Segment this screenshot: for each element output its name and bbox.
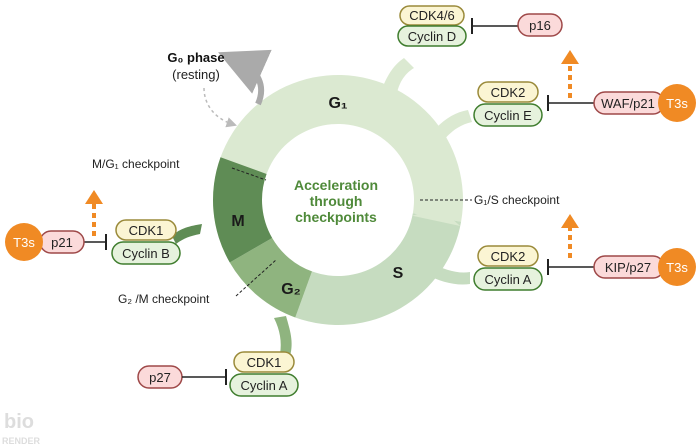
complex-cdk1-cyclinB: CDK1 Cyclin B (111, 219, 181, 265)
cdk1-b-pill (115, 219, 177, 241)
g0-exit-arrow (203, 87, 237, 128)
phase-label-g2: G₂ (281, 281, 301, 298)
cdk1-b-label: CDK1 (129, 223, 164, 238)
complex-cdk2-cyclinE: CDK2 Cyclin E (473, 81, 543, 127)
p21-label: p21 (51, 235, 73, 250)
cyclinb-pill (111, 241, 181, 265)
center-text-line-3: checkpoints (295, 209, 377, 225)
watermark-bio: bio (4, 411, 34, 433)
g0-return-arrow (218, 49, 272, 106)
phase-label-m: M (231, 213, 244, 230)
cdk2-a-label: CDK2 (491, 249, 526, 264)
kip-p27-label: KIP/p27 (605, 260, 651, 275)
cyclind-pill (397, 25, 467, 47)
cdk46-label: CDK4/6 (409, 8, 455, 23)
p16-label: p16 (529, 18, 551, 33)
t3s-circle-2 (658, 248, 696, 286)
t3s-circle-1 (658, 84, 696, 122)
cdk2-a-pill (477, 245, 539, 267)
ring-segment-g1 (213, 75, 464, 243)
t3s-label-1: T3s (666, 96, 688, 111)
cyclind-label: Cyclin D (408, 29, 456, 44)
t3s-label-2: T3s (666, 260, 688, 275)
g1-tail-right (436, 110, 472, 140)
phase-label-s: S (393, 265, 404, 282)
cdk1-a-label: CDK1 (247, 355, 282, 370)
cyclinb-label: Cyclin B (122, 246, 170, 261)
t3s-label-3: T3s (13, 235, 35, 250)
t3s-arrow-head-1 (561, 50, 579, 64)
ring-segment-g2 (229, 238, 313, 318)
cyclina-s-pill (473, 267, 543, 291)
checkpoint-label-g1s: G₁/S checkpoint (474, 193, 560, 207)
complex-cdk1-cyclinA: CDK1 Cyclin A (229, 351, 299, 397)
cyclina-s-label: Cyclin A (485, 272, 532, 287)
g0-phase-title: G₀ phase (167, 50, 224, 65)
checkpoint-leader-mg1 (231, 167, 267, 181)
cdk46-pill (399, 5, 465, 26)
complex-cdk46-cyclind: CDK4/6 Cyclin D (397, 5, 467, 47)
p27-label: p27 (149, 370, 171, 385)
cycline-pill (473, 103, 543, 127)
g0-phase-subtitle: (resting) (172, 67, 220, 82)
checkpoint-label-g2m: G₂ /M checkpoint (118, 292, 210, 306)
ring-segment-s (295, 213, 462, 325)
cyclina-bottom-label: Cyclin A (241, 378, 288, 393)
phase-label-g1: G₁ (328, 95, 347, 112)
m-tail (172, 224, 202, 244)
cycline-label: Cyclin E (484, 108, 532, 123)
ring-segment-m (213, 157, 273, 263)
waf-p21-label: WAF/p21 (601, 96, 655, 111)
cdk2-e-label: CDK2 (491, 85, 526, 100)
cdk1-a-pill (233, 351, 295, 373)
cyclina-bottom-pill (229, 373, 299, 397)
t3s-arrow-head-2 (561, 214, 579, 228)
g2-tail (274, 316, 292, 356)
center-text-line-1: Acceleration (294, 177, 378, 193)
watermark-render: RENDER (2, 436, 41, 446)
cdk2-e-pill (477, 81, 539, 103)
t3s-arrow-head-3 (85, 190, 103, 204)
t3s-circle-3 (5, 223, 43, 261)
checkpoint-leader-g2m (235, 259, 277, 297)
checkpoint-label-mg1: M/G₁ checkpoint (92, 157, 180, 171)
cell-cycle-ring (213, 75, 464, 325)
ring-notch-g1s (412, 207, 461, 226)
p16-pill (517, 13, 563, 37)
complex-cdk2-cyclinA: CDK2 Cyclin A (473, 245, 543, 291)
center-text-line-2: through (310, 193, 363, 209)
